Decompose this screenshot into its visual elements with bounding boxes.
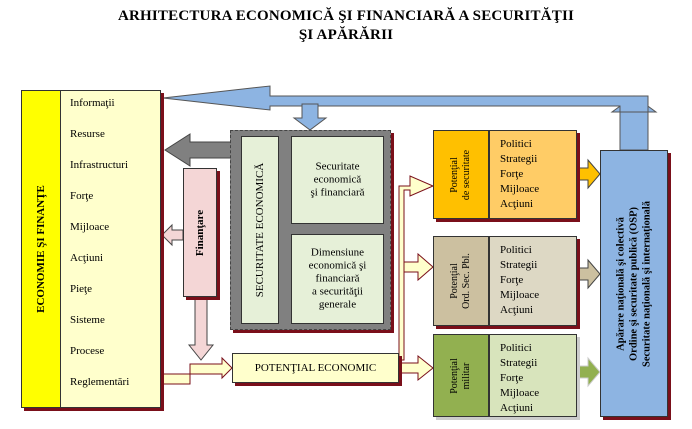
economic-financial-dimension-text: Dimensiune economică şi financiară a sec… bbox=[308, 246, 367, 311]
title-line-2: ŞI APĂRĂRII bbox=[298, 27, 394, 43]
osp-line-3: Securitate naţională şi internaţională bbox=[641, 200, 653, 367]
pot2-item-forces: Forţe bbox=[500, 274, 524, 286]
pot1-item-forces: Forţe bbox=[500, 168, 524, 180]
public-order-potential-box: Potenţial Ord. Sec. Pbl. bbox=[433, 236, 489, 326]
economy-item-infrastructures: Infrastructuri bbox=[70, 159, 129, 171]
security-potential-label: Potenţial de securitate bbox=[449, 149, 472, 200]
osp-line-1: Apărare naţională şi colectivă bbox=[615, 216, 627, 351]
pot2-item-strategies: Strategii bbox=[500, 259, 538, 271]
arrow-financing-down bbox=[187, 296, 215, 361]
military-potential-box: Potenţial militar bbox=[433, 334, 489, 417]
public-order-potential-items: Politici Strategii Forţe Mijloace Acţiun… bbox=[489, 236, 577, 326]
arrow-security-to-resources bbox=[164, 133, 233, 167]
security-potential-box: Potenţial de securitate bbox=[433, 130, 489, 219]
economy-item-markets: Pieţe bbox=[70, 283, 92, 295]
economic-financial-security-text: Securitate economică şi financiară bbox=[310, 160, 365, 199]
feedback-arrow-top bbox=[162, 85, 649, 113]
military-potential-items: Politici Strategii Forţe Mijloace Acţiun… bbox=[489, 334, 577, 417]
pot3-item-policies: Politici bbox=[500, 342, 532, 354]
economic-potential-box: POTENŢIAL ECONOMIC bbox=[232, 353, 399, 383]
title-line-1: ARHITECTURA ECONOMICĂ ŞI FINANCIARĂ A SE… bbox=[117, 8, 575, 24]
pot3-item-actions: Acţiuni bbox=[500, 402, 533, 414]
pot2-item-means: Mijloace bbox=[500, 289, 540, 301]
pot1-item-strategies: Strategii bbox=[500, 153, 538, 165]
arrow-pot1-to-osp bbox=[576, 158, 601, 190]
economy-item-processes: Procese bbox=[70, 345, 105, 357]
economic-financial-dimension-box: Dimensiune economică şi financiară a sec… bbox=[291, 234, 384, 324]
public-order-potential-label: Potenţial Ord. Sec. Pbl. bbox=[449, 253, 472, 309]
military-potential-label: Potenţial militar bbox=[449, 357, 472, 394]
arrow-to-pot3 bbox=[398, 354, 434, 382]
pot3-item-forces: Forţe bbox=[500, 372, 524, 384]
pot3-item-strategies: Strategii bbox=[500, 357, 538, 369]
osp-text: Apărare naţională şi colectivă Ordine şi… bbox=[615, 154, 654, 414]
pot1-item-policies: Politici bbox=[500, 138, 532, 150]
pot1-item-means: Mijloace bbox=[500, 183, 540, 195]
arrow-financing-to-means bbox=[161, 223, 184, 247]
economic-security-label: SECURITATE ECONOMICĂ bbox=[254, 162, 266, 298]
economy-item-actions: Acţiuni bbox=[70, 252, 103, 264]
economic-security-strip: SECURITATE ECONOMICĂ bbox=[241, 136, 279, 324]
pot2-item-policies: Politici bbox=[500, 244, 532, 256]
osp-line-2: Ordine şi securitate publică (OSP) bbox=[628, 206, 640, 361]
economy-item-systems: Sisteme bbox=[70, 314, 105, 326]
arrow-regulations-to-potential bbox=[160, 356, 233, 385]
economy-items-list: Informaţii Resurse Infrastructuri Forţe … bbox=[60, 90, 161, 408]
arrow-to-pot2 bbox=[403, 252, 434, 282]
financing-label: Finanţare bbox=[194, 209, 206, 256]
economy-item-information: Informaţii bbox=[70, 97, 115, 109]
pot1-item-actions: Acţiuni bbox=[500, 198, 533, 210]
security-potential-items: Politici Strategii Forţe Mijloace Acţiun… bbox=[489, 130, 577, 219]
economy-finance-strip: ECONOMIE ŞI FINANŢE bbox=[21, 90, 61, 408]
economic-financial-security-box: Securitate economică şi financiară bbox=[291, 136, 384, 224]
arrow-pot3-to-osp bbox=[576, 356, 601, 388]
national-defense-osp-box: Apărare naţională şi colectivă Ordine şi… bbox=[600, 150, 668, 417]
economy-finance-label: ECONOMIE ŞI FINANŢE bbox=[35, 185, 47, 313]
pot2-item-actions: Acţiuni bbox=[500, 304, 533, 316]
economy-item-regulations: Reglementări bbox=[70, 376, 130, 388]
financing-box: Finanţare bbox=[183, 168, 217, 297]
economy-item-means: Mijloace bbox=[70, 221, 110, 233]
economy-item-forces: Forţe bbox=[70, 190, 94, 202]
down-arrow-security bbox=[292, 103, 328, 131]
arrow-pot2-to-osp bbox=[576, 258, 601, 290]
pot3-item-means: Mijloace bbox=[500, 387, 540, 399]
economic-potential-label: POTENŢIAL ECONOMIC bbox=[254, 362, 377, 374]
economy-item-resources: Resurse bbox=[70, 128, 105, 140]
connector-economic-up bbox=[398, 175, 435, 361]
